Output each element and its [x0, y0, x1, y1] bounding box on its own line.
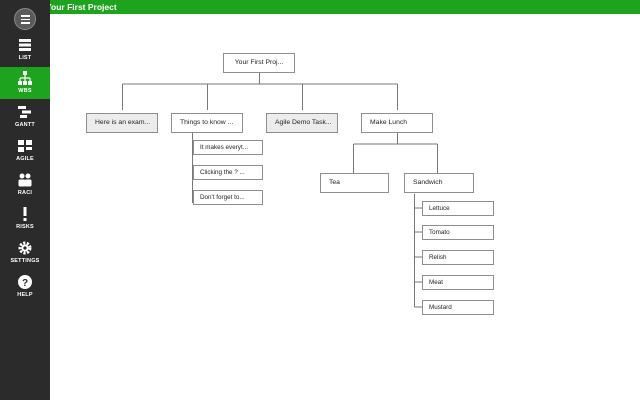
nav-raci[interactable]: RACI [0, 169, 50, 201]
hamburger-icon [21, 15, 30, 17]
wbs-child-node[interactable]: Clicking the ? ... [193, 165, 263, 180]
wbs-child-node[interactable]: It makes everyt... [193, 140, 263, 155]
wbs-child-node[interactable]: Tomato [422, 225, 494, 240]
question-icon: ? [18, 275, 32, 289]
svg-text:?: ? [22, 278, 28, 289]
nav-settings[interactable]: SETTINGS [0, 237, 50, 269]
project-title: Your First Project [46, 2, 117, 12]
exclamation-icon [23, 207, 27, 221]
nav-wbs-label: WBS [18, 88, 32, 94]
menu-button[interactable] [14, 8, 36, 30]
wbs-node[interactable]: Tea [320, 173, 389, 193]
nav-wbs[interactable]: WBS [0, 67, 50, 99]
wbs-connectors [122, 73, 438, 308]
nav-gantt-label: GANTT [15, 122, 35, 128]
wbs-node[interactable]: Here is an exam... [86, 113, 158, 133]
wbs-child-node[interactable]: Mustard [422, 300, 494, 315]
wbs-root-node[interactable]: Your First Proj... [223, 53, 295, 73]
sidebar: LIST WBS GANTT AGILE RACI RISKS [0, 0, 50, 400]
wbs-child-node[interactable]: Lettuce [422, 201, 494, 216]
wbs-node[interactable]: Things to know ... [171, 113, 243, 133]
gantt-icon [18, 106, 31, 118]
wbs-child-node[interactable]: Meat [422, 275, 494, 290]
nav-help[interactable]: ? HELP [0, 271, 50, 303]
wbs-child-node[interactable]: Don't forget to... [193, 190, 263, 205]
gear-icon [18, 241, 32, 255]
nav-risks-label: RISKS [16, 224, 34, 230]
nav-list-label: LIST [18, 55, 32, 61]
nav-settings-label: SETTINGS [10, 258, 40, 264]
nav-risks[interactable]: RISKS [0, 203, 50, 235]
wbs-canvas[interactable]: Your First Proj... Here is an exam... Th… [50, 14, 640, 400]
nav-raci-label: RACI [17, 190, 33, 196]
hierarchy-icon [18, 71, 32, 85]
kanban-icon [18, 140, 32, 152]
wbs-node[interactable]: Sandwich [404, 173, 474, 193]
nav-help-label: HELP [17, 292, 33, 298]
people-icon [18, 173, 32, 187]
wbs-child-node[interactable]: Relish [422, 250, 494, 265]
wbs-node[interactable]: Agile Demo Task... [266, 113, 338, 133]
nav-list[interactable]: LIST [0, 34, 50, 66]
nav-gantt[interactable]: GANTT [0, 101, 50, 133]
list-icon [19, 39, 31, 51]
top-bar: Your First Project [0, 0, 640, 14]
nav-agile[interactable]: AGILE [0, 135, 50, 167]
wbs-node[interactable]: Make Lunch [361, 113, 433, 133]
nav-agile-label: AGILE [16, 156, 34, 162]
